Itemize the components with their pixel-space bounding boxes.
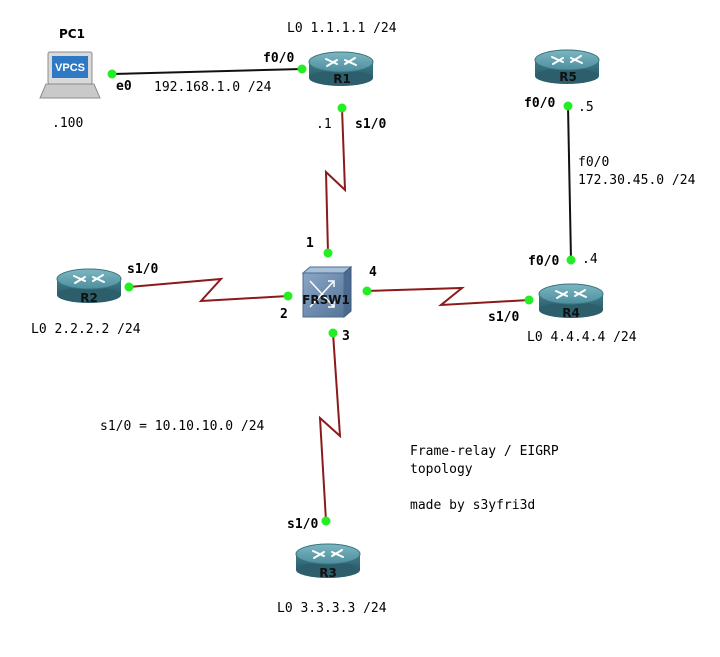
link-status-dots bbox=[107, 64, 576, 526]
status-dot-r4-f00 bbox=[566, 255, 576, 265]
pc1-icon[interactable]: VPCS bbox=[39, 51, 101, 99]
status-dot-r1-s10 bbox=[337, 103, 347, 113]
r1-f00-label: f0/0 bbox=[263, 51, 295, 66]
r4-f00-ip-label: .4 bbox=[582, 252, 598, 267]
status-dot-r5-f00 bbox=[563, 101, 573, 111]
frsw-port-2-label: 2 bbox=[280, 307, 288, 322]
frame-relay-network-label: s1/0 = 10.10.10.0 /24 bbox=[100, 419, 265, 434]
lan-network-label: 192.168.1.0 /24 bbox=[154, 80, 272, 95]
pc1-ip-label: .100 bbox=[52, 116, 84, 131]
link-r5-r4 bbox=[567, 105, 572, 261]
pc1-name: PC1 bbox=[59, 27, 85, 41]
r3-loopback-label: L0 3.3.3.3 /24 bbox=[277, 601, 387, 616]
r4-r5-network-label: 172.30.45.0 /24 bbox=[578, 173, 696, 188]
link-pc1-r1 bbox=[111, 68, 303, 75]
r4-name: R4 bbox=[562, 306, 580, 320]
serial-link-r1-frsw1 bbox=[324, 107, 347, 254]
r3-name: R3 bbox=[319, 566, 337, 580]
status-dot-r4-s10 bbox=[524, 295, 534, 305]
status-dot-frsw-3 bbox=[328, 328, 338, 338]
r1-s10-ip-label: .1 bbox=[316, 117, 332, 132]
serial-link-r3-frsw1 bbox=[318, 332, 342, 522]
status-dot-frsw-2 bbox=[283, 291, 293, 301]
r4-r5-intf-label: f0/0 bbox=[578, 155, 610, 170]
status-dot-r1-f00 bbox=[297, 64, 307, 74]
topology-note-credit: made by s3yfri3d bbox=[410, 498, 536, 513]
serial-link-r2-frsw1 bbox=[128, 277, 289, 303]
r1-s10-label: s1/0 bbox=[355, 117, 387, 132]
frsw-port-4-label: 4 bbox=[369, 265, 377, 280]
r5-f00-ip-label: .5 bbox=[578, 100, 594, 115]
pc1-screen-text: VPCS bbox=[55, 62, 85, 74]
r2-loopback-label: L0 2.2.2.2 /24 bbox=[31, 322, 141, 337]
frsw-port-3-label: 3 bbox=[342, 329, 350, 344]
status-dot-pc1-e0 bbox=[107, 69, 117, 79]
serial-link-r4-frsw1 bbox=[366, 286, 530, 307]
r3-s10-label: s1/0 bbox=[287, 517, 319, 532]
frsw1-switch-icon[interactable] bbox=[301, 265, 353, 319]
r5-f00-label: f0/0 bbox=[524, 96, 556, 111]
topology-note-line2: topology bbox=[410, 462, 473, 477]
r1-loopback-label: L0 1.1.1.1 /24 bbox=[287, 21, 397, 36]
r4-loopback-label: L0 4.4.4.4 /24 bbox=[527, 330, 637, 345]
status-dot-frsw-1 bbox=[323, 248, 333, 258]
status-dot-r2-s10 bbox=[124, 282, 134, 292]
r4-s10-label: s1/0 bbox=[488, 310, 520, 325]
r1-name: R1 bbox=[333, 72, 351, 86]
r2-name: R2 bbox=[80, 291, 98, 305]
pc1-e0-label: e0 bbox=[116, 79, 132, 94]
topology-note-line1: Frame-relay / EIGRP bbox=[410, 444, 559, 459]
r5-name: R5 bbox=[559, 70, 577, 84]
frsw1-name: FRSW1 bbox=[302, 293, 350, 307]
r4-f00-label: f0/0 bbox=[528, 254, 560, 269]
frsw-port-1-label: 1 bbox=[306, 236, 314, 251]
r2-s10-label: s1/0 bbox=[127, 262, 159, 277]
status-dot-r3-s10 bbox=[321, 516, 331, 526]
status-dot-frsw-4 bbox=[362, 286, 372, 296]
